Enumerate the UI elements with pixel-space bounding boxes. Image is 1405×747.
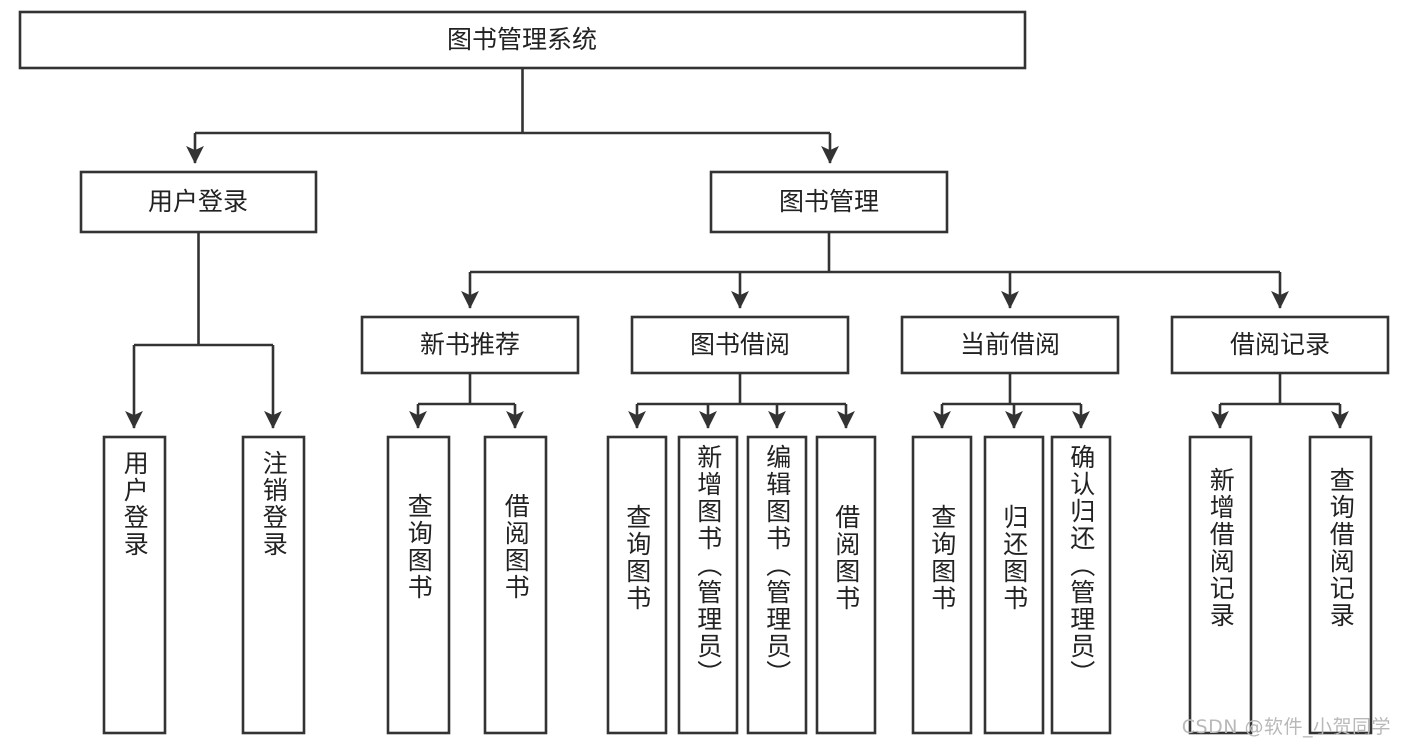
node-root-system-label: 图书管理系统 — [447, 25, 597, 54]
leaf-box-add-book-admin[interactable] — [677, 435, 739, 735]
connector-new-book-children — [409, 373, 524, 429]
node-borrow-record[interactable] — [1170, 315, 1390, 375]
csdn-watermark: CSDN @软件_小贺同学 — [1181, 716, 1391, 738]
node-new-book-recommend-label: 新书推荐 — [420, 330, 520, 359]
node-book-borrow-label: 图书借阅 — [690, 330, 790, 359]
leaf-box-return-book[interactable] — [983, 435, 1045, 735]
leaf-box-add-borrow-record[interactable] — [1188, 435, 1253, 735]
leaf-box-borrow-book-new[interactable] — [483, 435, 548, 735]
node-user-login-label: 用户登录 — [148, 187, 248, 216]
connector-user-login-children — [125, 232, 282, 429]
leaf-box-query-book-borrow[interactable] — [606, 435, 668, 735]
leaf-box-confirm-return-admin[interactable] — [1050, 435, 1112, 735]
node-current-borrow[interactable] — [900, 315, 1120, 375]
node-current-borrow-label: 当前借阅 — [960, 330, 1060, 359]
connector-root-trunk — [186, 68, 839, 164]
leaf-box-query-borrow-record[interactable] — [1308, 435, 1373, 735]
leaf-box-borrow-book[interactable] — [815, 435, 877, 735]
leaf-box-logout[interactable] — [241, 435, 306, 735]
node-user-login[interactable] — [79, 170, 318, 234]
node-book-management-label: 图书管理 — [779, 187, 879, 216]
connector-borrow-children — [628, 373, 855, 429]
leaf-box-edit-book-admin[interactable] — [746, 435, 808, 735]
connector-borrow-record-children — [1211, 373, 1349, 429]
node-book-borrow[interactable] — [630, 315, 850, 375]
leaf-box-user-login[interactable] — [102, 435, 167, 735]
leaf-box-query-book-new[interactable] — [386, 435, 451, 735]
node-borrow-record-label: 借阅记录 — [1230, 330, 1330, 359]
leaf-box-query-book-current[interactable] — [911, 435, 973, 735]
node-root-system[interactable] — [18, 10, 1027, 70]
node-book-management[interactable] — [709, 170, 949, 234]
connector-book-mgmt-children — [461, 232, 1289, 309]
node-new-book-recommend[interactable] — [360, 315, 580, 375]
connector-current-borrow-children — [933, 373, 1090, 429]
